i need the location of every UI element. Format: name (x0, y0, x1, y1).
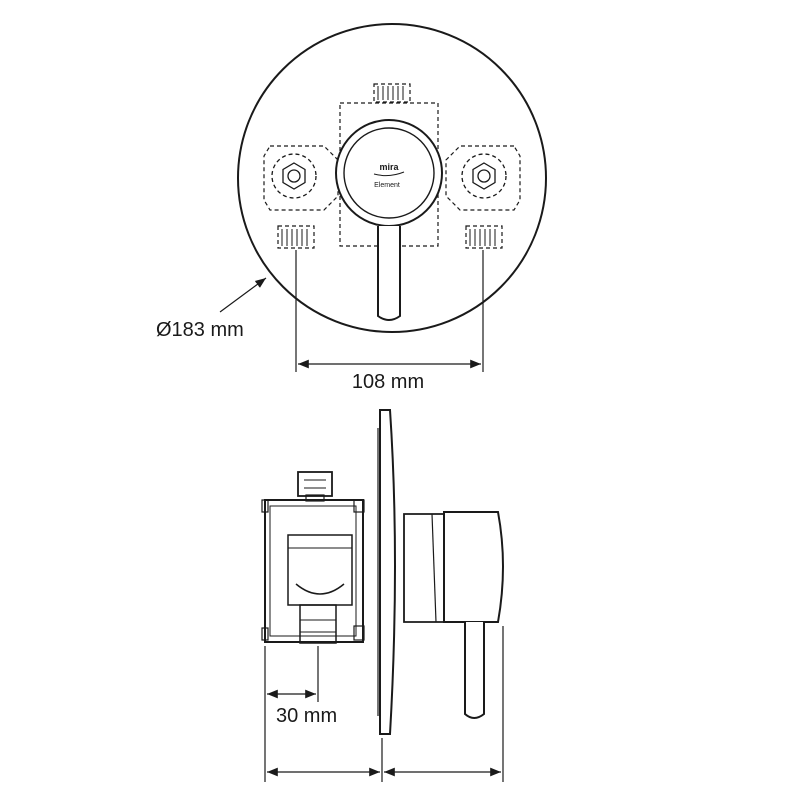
front-dimensions (219, 250, 484, 372)
side-view (261, 409, 504, 735)
right-hex-nut (461, 153, 507, 199)
valve-body (264, 499, 364, 643)
knob-sleeve (403, 513, 445, 623)
diameter-label: Ø183 mm (156, 319, 244, 341)
left-hex-nut (271, 153, 317, 199)
lever-side (464, 622, 485, 719)
top-cap (297, 471, 333, 497)
side-dimensions (264, 626, 504, 782)
width-label: 108 mm (352, 371, 424, 393)
brand-swoosh (373, 171, 405, 177)
model-label-text: Element (374, 182, 400, 189)
control-knob-outer (335, 119, 443, 227)
thread-marks (281, 86, 496, 246)
control-knob-inner (343, 127, 435, 219)
front-view (237, 23, 547, 333)
knob-side (443, 511, 504, 623)
brand-logo-text: mira (379, 162, 399, 172)
depth-label: 30 mm (276, 705, 337, 727)
wall-plate-edge (379, 409, 396, 735)
bottom-outlet (299, 604, 337, 644)
lever-handle (377, 226, 401, 321)
wall-plate-circle (237, 23, 547, 333)
